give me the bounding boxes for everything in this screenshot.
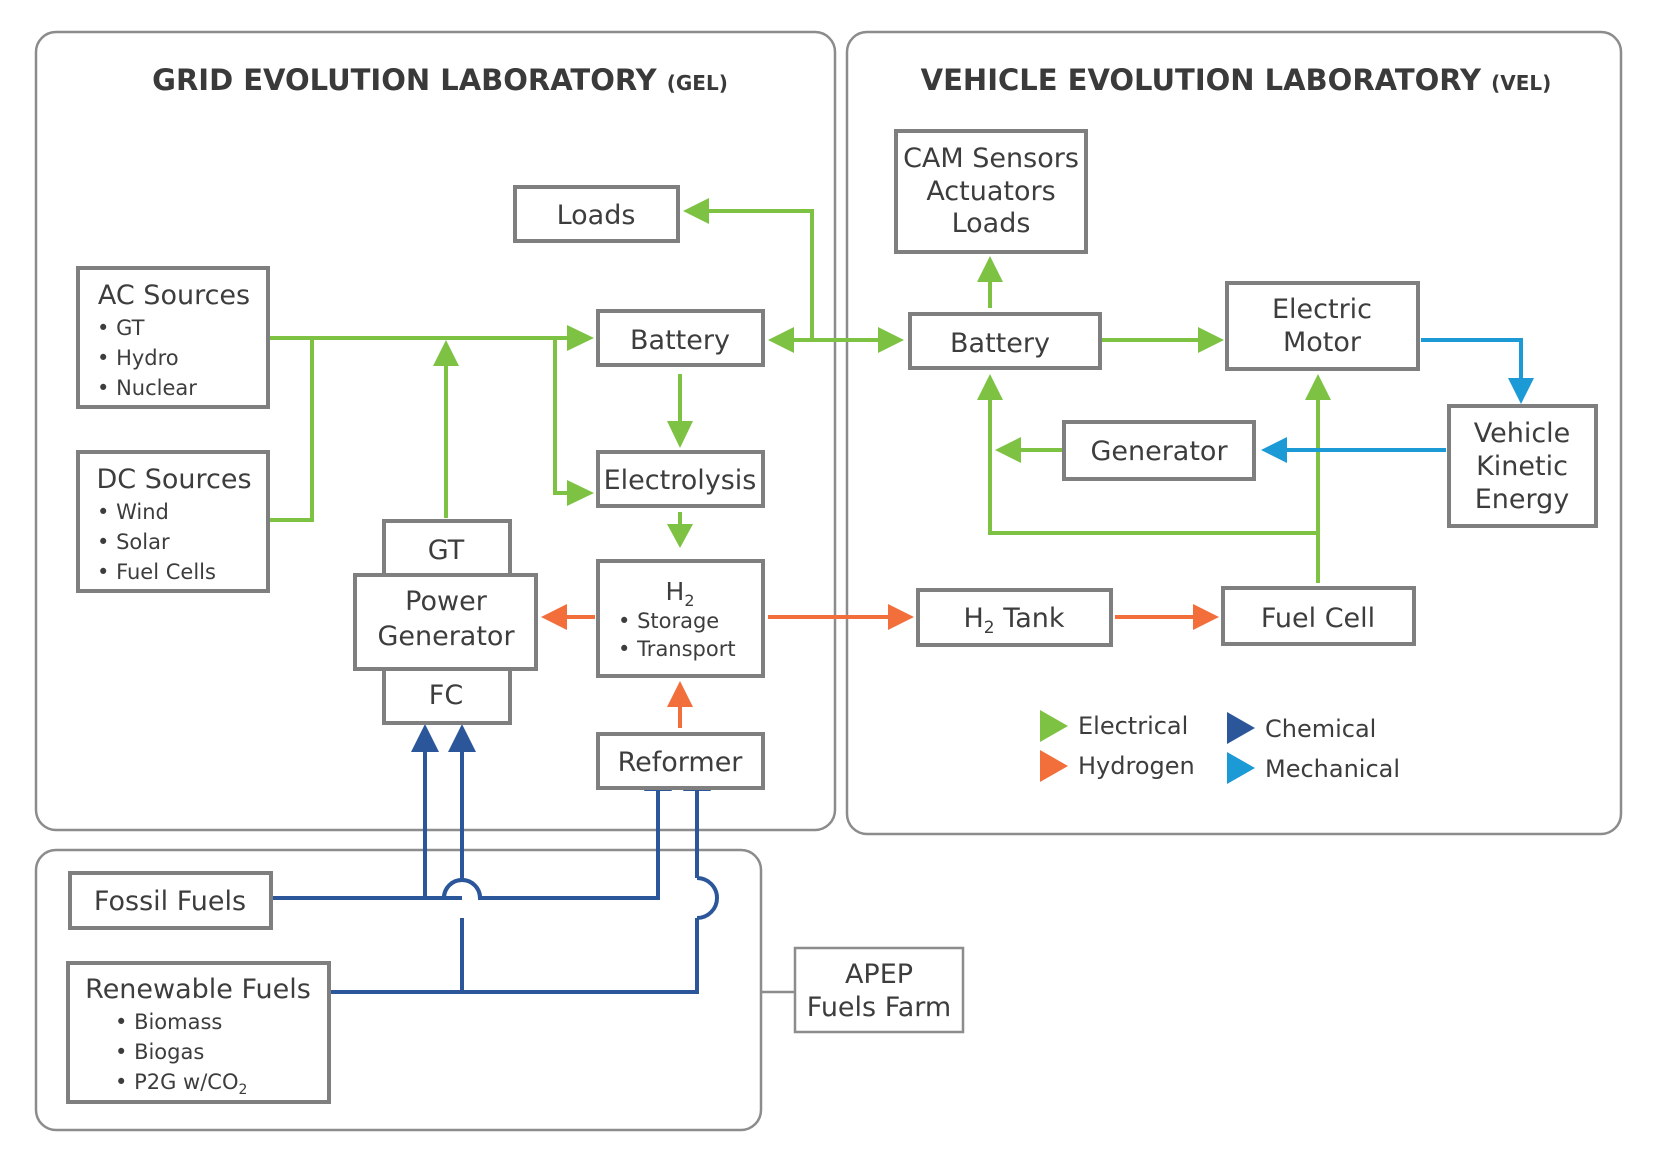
electric-motor-box: Electric Motor xyxy=(1225,281,1420,371)
renewable-item-1: • Biomass xyxy=(115,1010,222,1034)
ac-item-2: • Hydro xyxy=(97,346,179,370)
apep-line2: Fuels Farm xyxy=(807,992,951,1023)
pg-line1: Power xyxy=(405,586,488,617)
renewable-title: Renewable Fuels xyxy=(85,974,311,1005)
ac-item-3: • Nuclear xyxy=(97,376,197,400)
pg-gt-label: GT xyxy=(428,535,465,566)
electrolysis-box: Electrolysis xyxy=(596,450,765,508)
renewable-item-3: • P2G w/CO2 xyxy=(115,1070,247,1098)
legend-chemical-label: Chemical xyxy=(1265,715,1376,743)
power-generator-stack: GT FC Power Generator xyxy=(353,519,538,725)
electrical-arrowheads xyxy=(433,198,1331,548)
gel-loads-label: Loads xyxy=(557,200,636,231)
motor-line2: Motor xyxy=(1283,327,1362,358)
cam-line1: CAM Sensors xyxy=(903,143,1079,174)
gel-battery-label: Battery xyxy=(630,325,730,356)
vel-battery-label: Battery xyxy=(950,328,1050,359)
cam-line3: Loads xyxy=(952,208,1031,239)
pg-line2: Generator xyxy=(377,621,515,652)
motor-line1: Electric xyxy=(1272,294,1372,325)
h2-tank-box: H2 Tank xyxy=(916,588,1113,647)
cam-box: CAM Sensors Actuators Loads xyxy=(894,129,1088,254)
vke-line3: Energy xyxy=(1475,484,1570,515)
ac-sources-title: AC Sources xyxy=(98,280,250,311)
legend: Electrical Hydrogen Chemical Mechanical xyxy=(1040,710,1400,784)
apep-line1: APEP xyxy=(845,959,913,990)
h2-item-2: • Transport xyxy=(618,637,736,661)
mechanical-connectors xyxy=(1261,338,1534,463)
reformer-label: Reformer xyxy=(618,747,744,778)
vel-title: VEHICLE EVOLUTION LABORATORY (VEL) xyxy=(921,63,1552,97)
fuel-cell-label: Fuel Cell xyxy=(1261,603,1375,634)
dc-item-1: • Wind xyxy=(97,500,169,524)
h2-storage-title: H2 xyxy=(666,577,695,610)
dc-item-2: • Solar xyxy=(97,530,170,554)
cam-line2: Actuators xyxy=(926,176,1055,207)
legend-electrical-label: Electrical xyxy=(1078,712,1188,740)
h2-item-1: • Storage xyxy=(618,609,719,633)
h2-storage-box: H2 • Storage • Transport xyxy=(596,559,765,678)
generator-box: Generator xyxy=(1062,420,1256,481)
ac-sources-box: AC Sources • GT • Hydro • Nuclear xyxy=(76,266,270,409)
legend-mechanical-label: Mechanical xyxy=(1265,755,1400,783)
hydrogen-connectors xyxy=(541,604,1219,728)
renewable-fuels-box: Renewable Fuels • Biomass • Biogas • P2G… xyxy=(66,961,331,1104)
electrolysis-label: Electrolysis xyxy=(604,465,757,496)
reformer-box: Reformer xyxy=(596,732,765,790)
gel-title: GRID EVOLUTION LABORATORY (GEL) xyxy=(152,63,728,97)
h2-tank-label: H2 Tank xyxy=(963,603,1064,638)
generator-label: Generator xyxy=(1090,436,1228,467)
dc-sources-title: DC Sources xyxy=(96,464,251,495)
dc-item-3: • Fuel Cells xyxy=(97,560,216,584)
fossil-fuels-label: Fossil Fuels xyxy=(94,886,246,917)
vehicle-kinetic-box: Vehicle Kinetic Energy xyxy=(1447,404,1598,528)
legend-hydrogen-icon xyxy=(1040,750,1068,782)
legend-chemical-icon xyxy=(1227,712,1255,744)
fossil-fuels-box: Fossil Fuels xyxy=(68,871,273,930)
legend-hydrogen-label: Hydrogen xyxy=(1078,752,1195,780)
apep-box: APEP Fuels Farm xyxy=(793,946,965,1034)
gel-battery-box: Battery xyxy=(596,309,765,367)
electrical-connectors xyxy=(268,209,1320,583)
dc-sources-box: DC Sources • Wind • Solar • Fuel Cells xyxy=(76,450,270,593)
vke-line2: Kinetic xyxy=(1476,451,1568,482)
legend-mechanical-icon xyxy=(1227,752,1255,784)
fuel-cell-box: Fuel Cell xyxy=(1221,586,1416,646)
pg-fc-label: FC xyxy=(429,680,463,711)
vel-battery-box: Battery xyxy=(908,312,1102,370)
gel-loads-box: Loads xyxy=(513,185,680,243)
renewable-item-2: • Biogas xyxy=(115,1040,204,1064)
legend-electrical-icon xyxy=(1040,710,1068,742)
ac-item-1: • GT xyxy=(97,316,145,340)
vke-line1: Vehicle xyxy=(1474,418,1571,449)
